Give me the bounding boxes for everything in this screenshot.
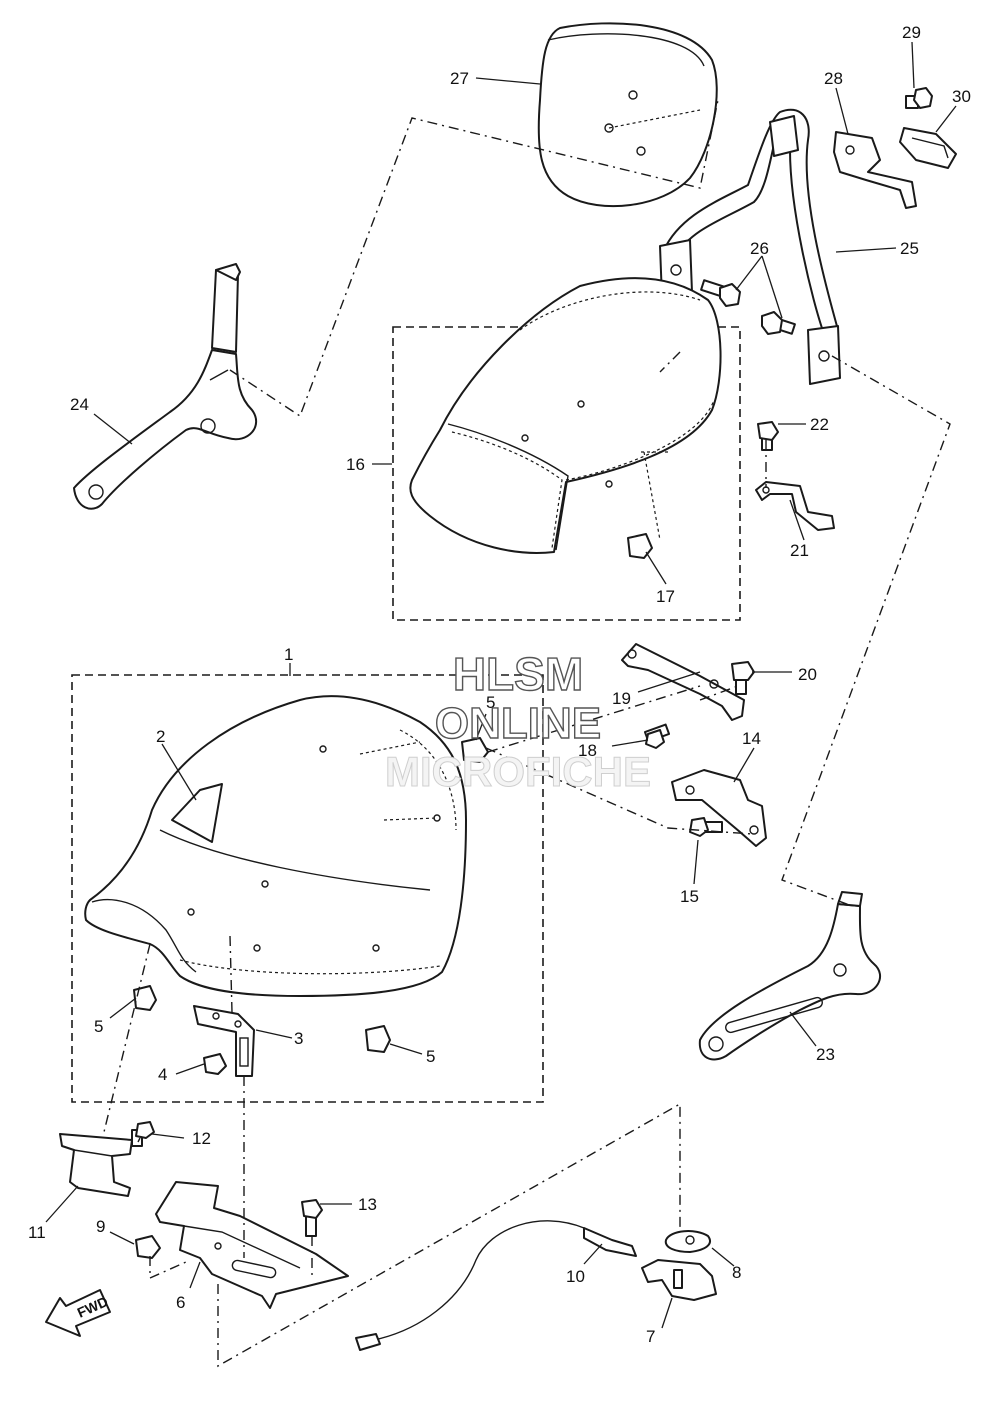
callout-20: 20 (798, 665, 817, 684)
nut-4-part (203, 1053, 227, 1075)
connection-lines (103, 99, 951, 1368)
watermark-line-2: ONLINE (435, 699, 601, 748)
rear-seat-part (409, 277, 722, 554)
front-seat-assembly-box (71, 674, 544, 1103)
callout-19: 19 (612, 689, 631, 708)
callout-9: 9 (96, 1217, 105, 1236)
cable-10-part (355, 1220, 637, 1351)
damper-17-part (627, 533, 653, 559)
lock-7-part (641, 1259, 717, 1301)
stay-14-part (671, 769, 767, 847)
grab-rail-left-part (73, 263, 258, 510)
callout-28: 28 (824, 69, 843, 88)
watermark-line-3: MICROFICHE (385, 748, 651, 795)
callout-18: 18 (578, 741, 597, 760)
callout-12: 12 (192, 1129, 211, 1148)
backrest-pad-part (537, 22, 718, 208)
stay-19-part (621, 643, 745, 721)
callout-16: 16 (346, 455, 365, 474)
bracket-11-part (59, 1133, 133, 1197)
front-seat-part (84, 695, 467, 997)
callout-15: 15 (680, 887, 699, 906)
callout-26: 26 (750, 239, 769, 258)
callout-7: 7 (646, 1327, 655, 1346)
damper-5-right-part (365, 1025, 391, 1053)
bracket-6-part (155, 1181, 349, 1309)
damper-5-left-part (133, 985, 157, 1011)
bolt-26-lower-part (761, 311, 796, 335)
callout-17: 17 (656, 587, 675, 606)
nut-9-part (135, 1235, 161, 1259)
callout-3: 3 (294, 1029, 303, 1048)
bracket-28-part (833, 131, 917, 209)
callout-5-top: 5 (486, 693, 495, 712)
clip-30-part (899, 127, 957, 169)
leader-lines (45, 41, 957, 1329)
bolt-13-part (301, 1199, 323, 1237)
bolt-15-part (689, 817, 723, 837)
backrest-bar-part (659, 108, 841, 385)
forward-arrow-icon: FWD (45, 1289, 111, 1337)
callout-11: 11 (28, 1223, 46, 1242)
callout-4: 4 (158, 1065, 167, 1084)
stay-21-part (755, 481, 835, 531)
callout-6: 6 (176, 1293, 185, 1312)
callout-21: 21 (790, 541, 809, 560)
callout-27: 27 (450, 69, 469, 88)
bolt-22-part (757, 421, 779, 451)
bolt-26-upper-part (700, 279, 741, 307)
callout-5-left: 5 (94, 1017, 103, 1036)
callout-1: 1 (284, 645, 293, 664)
callout-numbers: 1 2 3 4 5 5 5 6 7 8 9 10 11 12 13 14 15 … (28, 23, 971, 1346)
callout-5-right: 5 (426, 1047, 435, 1066)
callout-10: 10 (566, 1267, 585, 1286)
bolt-29-part (905, 87, 933, 109)
callout-14: 14 (742, 729, 761, 748)
watermark: HLSM ONLINE MICROFICHE (385, 647, 652, 795)
callout-8: 8 (732, 1263, 741, 1282)
callout-29: 29 (902, 23, 921, 42)
callout-22: 22 (810, 415, 829, 434)
callout-23: 23 (816, 1045, 835, 1064)
bolt-12-part (131, 1121, 155, 1147)
bolt-18-part (643, 723, 671, 749)
callout-24: 24 (70, 395, 89, 414)
bolt-20-part (731, 661, 755, 695)
callout-25: 25 (900, 239, 919, 258)
watermark-line-1: HLSM (453, 648, 583, 700)
callout-2: 2 (156, 727, 165, 746)
plate-8-part (664, 1230, 711, 1253)
callout-13: 13 (358, 1195, 377, 1214)
callout-30: 30 (952, 87, 971, 106)
grab-rail-right-part (698, 891, 881, 1061)
